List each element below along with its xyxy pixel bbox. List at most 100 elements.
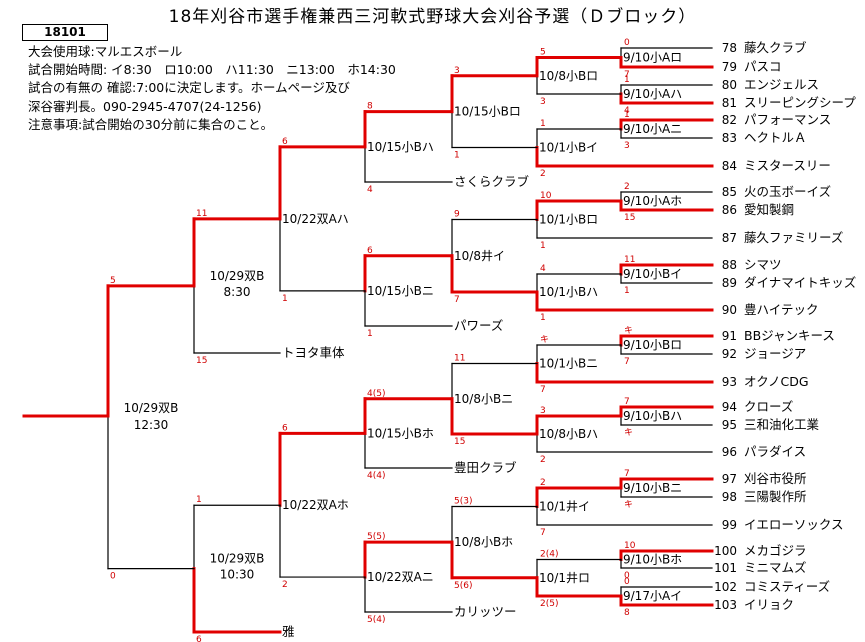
team-name: 豊ハイテック: [744, 302, 819, 317]
match-label: 9/10小Bイ: [623, 267, 682, 281]
score-label: 11: [624, 255, 635, 265]
info-notice: 注意事項:試合開始の30分前に集合のこと。: [28, 117, 274, 132]
match-label: 10/8小Bホ: [454, 535, 513, 549]
team-name: ミスタースリー: [744, 158, 831, 173]
match-label: 10/22双Aハ: [282, 212, 349, 226]
team-name: エンジェルス: [744, 77, 819, 92]
team-number: 95: [722, 418, 737, 432]
team-number: 102: [714, 580, 737, 594]
team-name: BBジャンキース: [744, 328, 835, 343]
team-name: オクノCDG: [744, 374, 809, 389]
team-number: 92: [722, 347, 737, 361]
score-label: 3: [454, 66, 460, 76]
team-number: 94: [722, 400, 737, 414]
team-number: 85: [722, 185, 737, 199]
score-label: 7: [624, 469, 630, 479]
team-number: 80: [722, 78, 737, 92]
team-number: 84: [722, 159, 737, 173]
score-label: 2: [540, 169, 546, 179]
match-time: 12:30: [134, 418, 169, 432]
team-name: ダイナマイトキッズ: [744, 275, 856, 290]
score-label: 1: [624, 286, 630, 296]
score-label: 1: [624, 110, 630, 120]
score-label: 10: [540, 191, 552, 201]
team-name: 三和油化工業: [744, 417, 820, 432]
team-name: 三陽製作所: [744, 489, 807, 504]
team-number: 93: [722, 375, 737, 389]
team-number: 79: [722, 60, 737, 74]
score-label: 6: [282, 137, 288, 147]
score-label: 8: [367, 102, 373, 112]
match-label: 9/10小Bハ: [623, 409, 682, 423]
score-label: 1: [624, 75, 630, 85]
score-label: 1: [282, 294, 288, 304]
team-number: 89: [722, 276, 737, 290]
team-number: 87: [722, 231, 737, 245]
score-label: キ: [624, 326, 633, 336]
team-number: 83: [722, 131, 737, 145]
match-label: 10/8小Bハ: [539, 427, 598, 441]
score-label: 2: [540, 455, 546, 465]
score-label: 4(4): [367, 471, 385, 481]
score-label: 7: [540, 528, 546, 538]
match-time: 8:30: [224, 285, 251, 299]
match-label: 9/10小Aロ: [623, 51, 682, 65]
team-name: 愛知製鋼: [744, 202, 794, 217]
team-name: クローズ: [744, 399, 793, 414]
score-label: キ: [624, 500, 633, 510]
page-title: 18年刈谷市選手権兼西三河軟式野球大会刈谷予選（Ｄブロック）: [168, 7, 697, 27]
score-label: 0: [624, 38, 630, 48]
score-label: 11: [454, 354, 465, 364]
score-label: 4: [367, 185, 373, 195]
team-name: 藤久ファミリーズ: [744, 230, 843, 245]
team-number: 91: [722, 329, 737, 343]
info-ball: 大会使用球:マルエスボール: [28, 44, 183, 59]
score-label: 1: [196, 495, 202, 505]
match-time: 10:30: [220, 568, 255, 582]
match-label: 10/8小Bロ: [539, 69, 598, 83]
team-number: 98: [722, 490, 737, 504]
team-name: イリョク: [744, 597, 794, 612]
score-label: 5(6): [454, 581, 472, 591]
score-label: 0: [110, 572, 116, 582]
team-name: ジョージア: [744, 346, 806, 361]
match-label: 10/1小Bハ: [539, 285, 598, 299]
team-name: シマツ: [744, 257, 782, 272]
match-label: 10/29双B: [210, 552, 265, 566]
score-label: 7: [624, 70, 630, 80]
match-label: 10/22双Aニ: [367, 570, 434, 584]
score-label: 7: [624, 397, 630, 407]
match-label: 10/1井イ: [539, 500, 590, 514]
team-number: 86: [722, 203, 737, 217]
info-start-times: 試合開始時間: イ8:30 ロ10:00 ハ11:30 ニ13:00 ホ14:3…: [28, 62, 396, 77]
score-label: 7: [540, 385, 546, 395]
team-name: パフォーマンス: [744, 112, 831, 127]
score-label: 7: [454, 295, 460, 305]
score-label: 3: [540, 97, 546, 107]
team-number: 97: [722, 472, 737, 486]
match-label: 9/10小Bホ: [623, 553, 682, 567]
match-label: 9/17小Aイ: [623, 589, 682, 603]
score-label: 5(3): [454, 497, 472, 507]
match-label: 9/10小Bニ: [623, 481, 682, 495]
score-label: 5: [540, 48, 546, 58]
info-confirm: 試合の有無の 確認:7:00に決定します。ホームページ及び: [28, 80, 350, 95]
match-label: 10/1小Bイ: [539, 141, 598, 155]
score-label: 7: [624, 357, 630, 367]
inner-team-name: パワーズ: [454, 318, 503, 333]
team-name: ヘクトルＡ: [744, 130, 807, 145]
score-label: 10: [624, 541, 636, 551]
match-label: 10/1小Bニ: [539, 357, 598, 371]
match-label: 9/10小Aニ: [623, 122, 682, 136]
match-label: 10/8小Bニ: [454, 392, 513, 406]
team-number: 88: [722, 258, 737, 272]
info-contact: 深谷審判長。090-2945-4707(24-1256): [28, 99, 262, 114]
score-label: 6: [367, 246, 373, 256]
score-label: 15: [454, 437, 465, 447]
inner-team-name: 雅: [282, 624, 295, 639]
team-name: 藤久クラブ: [744, 40, 807, 55]
score-label: キ: [624, 428, 633, 438]
score-label: 1: [367, 329, 373, 339]
